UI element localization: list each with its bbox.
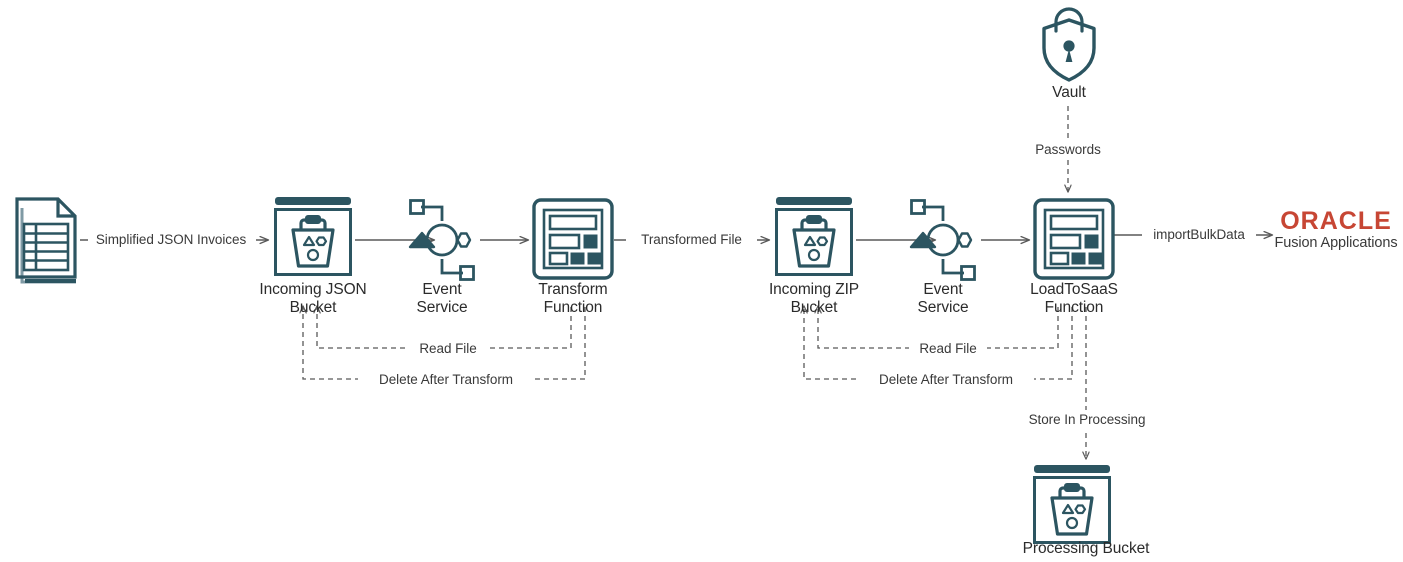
oracle-wordmark: ORACLE — [1280, 207, 1392, 235]
node-label-loadtosaas-function: LoadToSaaS Function — [1030, 281, 1118, 316]
edge-label-passwords: Passwords — [1028, 140, 1108, 159]
functions-icon — [1033, 198, 1115, 280]
node-vault[interactable] — [1040, 6, 1098, 89]
solid-connectors — [80, 235, 1272, 240]
node-label-vault: Vault — [1052, 84, 1086, 101]
object-storage-bucket-icon — [274, 197, 352, 276]
object-storage-bucket-icon — [775, 197, 853, 276]
document-table-icon — [15, 197, 77, 284]
node-event-service-1[interactable] — [403, 197, 481, 288]
node-loadtosaas-function[interactable] — [1032, 197, 1116, 288]
edge-label-import-bulk-data: importBulkData — [1142, 227, 1256, 242]
connector-read-file-1 — [317, 306, 572, 349]
node-incoming-json-bucket[interactable] — [271, 195, 355, 290]
node-label-processing-bucket: Processing Bucket — [1022, 540, 1150, 557]
node-label-event-service-1: Event Service — [416, 281, 468, 316]
node-source-document[interactable] — [14, 196, 80, 293]
node-label-transform-function: Transform Function — [538, 281, 608, 316]
node-label-incoming-zip-bucket: Incoming ZIP Bucket — [768, 281, 860, 316]
event-service-icon — [408, 199, 475, 281]
edge-label-delete-after-transform-1: Delete After Transform — [358, 372, 534, 387]
connector-read-file-2 — [818, 306, 1059, 349]
node-label-event-service-2: Event Service — [917, 281, 969, 316]
edge-label-read-file-2: Read File — [909, 341, 987, 356]
connector-delete-after-transform-2 — [804, 306, 1073, 380]
edge-label-transformed-file: Transformed File — [626, 232, 757, 247]
node-incoming-zip-bucket[interactable] — [772, 195, 856, 290]
oracle-product-name: Fusion Applications — [1274, 235, 1398, 251]
connector-delete-after-transform-1 — [303, 306, 586, 380]
oracle-fusion-applications-logo[interactable]: ORACLE Fusion Applications — [1270, 209, 1402, 252]
edge-label-read-file-1: Read File — [409, 341, 487, 356]
dashed-connectors — [303, 106, 1086, 459]
node-processing-bucket[interactable] — [1030, 463, 1114, 558]
node-label-incoming-json-bucket: Incoming JSON Bucket — [259, 281, 367, 316]
object-storage-bucket-icon — [1033, 465, 1111, 544]
functions-icon — [532, 198, 614, 280]
vault-shield-lock-icon — [1042, 7, 1096, 82]
event-service-icon — [909, 199, 976, 281]
node-transform-function[interactable] — [531, 197, 615, 288]
edge-label-store-in-processing: Store In Processing — [1016, 410, 1158, 429]
edge-label-delete-after-transform-2: Delete After Transform — [858, 372, 1034, 387]
node-event-service-2[interactable] — [904, 197, 982, 288]
edge-label-simplified-json-invoices: Simplified JSON Invoices — [88, 232, 254, 247]
